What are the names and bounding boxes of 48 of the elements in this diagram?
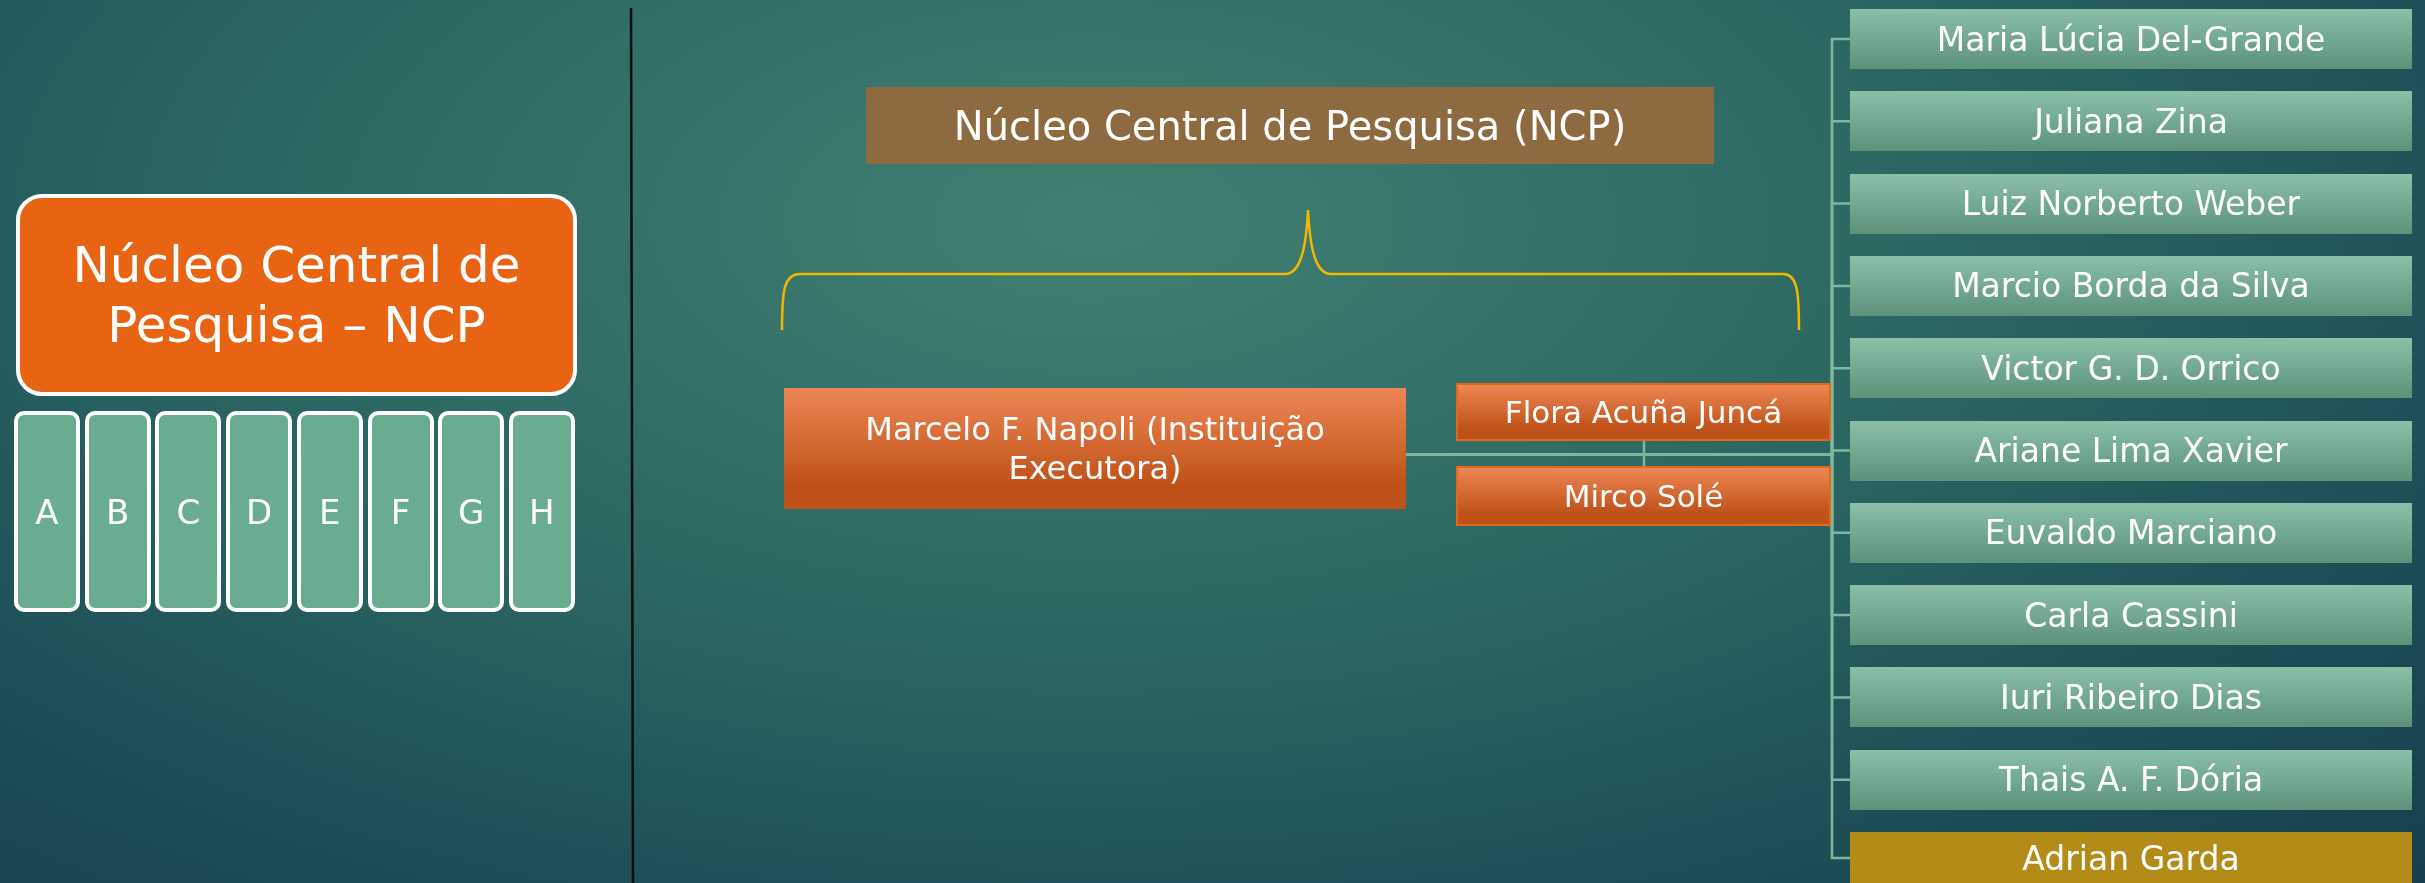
person-box — [1850, 832, 2412, 883]
column-box — [226, 411, 293, 612]
node-label: G — [458, 491, 485, 532]
node-label: Núcleo Central de Pesquisa – NCP — [71, 235, 522, 355]
person-box — [1850, 255, 2412, 316]
person-box — [784, 388, 1406, 509]
person-box — [1850, 585, 2412, 646]
node-label: D — [246, 491, 273, 532]
node-label: Mirco Solé — [1563, 478, 1724, 514]
column-box — [508, 411, 575, 612]
node-label: A — [35, 491, 59, 532]
person-box — [1850, 91, 2412, 152]
person-box — [1456, 466, 1831, 526]
person-box — [1850, 9, 2412, 69]
person-box — [1850, 749, 2412, 810]
column-box — [296, 411, 363, 612]
node-label: Adrian Garda — [2022, 838, 2240, 878]
column-box — [14, 411, 80, 612]
node-label: Ariane Lima Xavier — [1974, 431, 2288, 470]
column-box — [155, 411, 222, 612]
person-box — [1850, 338, 2412, 399]
node-label: E — [319, 491, 341, 532]
node-label: Núcleo Central de Pesquisa (NCP) — [953, 102, 1627, 149]
node-label: Victor G. D. Orrico — [1981, 348, 2281, 388]
column-box — [438, 411, 505, 612]
node-label: F — [390, 491, 411, 532]
person-box — [1850, 420, 2412, 481]
node-label: Carla Cassini — [2024, 595, 2238, 635]
node-label: Iuri Ribeiro Dias — [2000, 677, 2262, 717]
column-box — [84, 411, 151, 612]
node-label: Juliana Zina — [2034, 101, 2228, 141]
person-box — [1850, 173, 2412, 234]
person-box — [1850, 667, 2412, 728]
node-label: C — [176, 491, 201, 532]
node-label: Marcelo F. Napoli (Instituição Executora) — [864, 410, 1326, 487]
node-label: Euvaldo Marciano — [1984, 513, 2278, 553]
person-box — [1850, 502, 2412, 563]
node-label: Thais A. F. Dória — [1998, 760, 2264, 800]
node-label: B — [106, 491, 130, 532]
column-box — [367, 411, 434, 612]
title-box — [866, 87, 1714, 164]
node-label: Flora Acuña Juncá — [1504, 394, 1783, 430]
node-label: Marcio Borda da Silva — [1952, 266, 2310, 306]
node-label: Maria Lúcia Del-Grande — [1936, 19, 2326, 59]
person-box — [1456, 383, 1831, 441]
node-label: H — [529, 491, 555, 532]
title-box — [16, 194, 577, 396]
node-label: Luiz Norberto Weber — [1961, 184, 2301, 224]
